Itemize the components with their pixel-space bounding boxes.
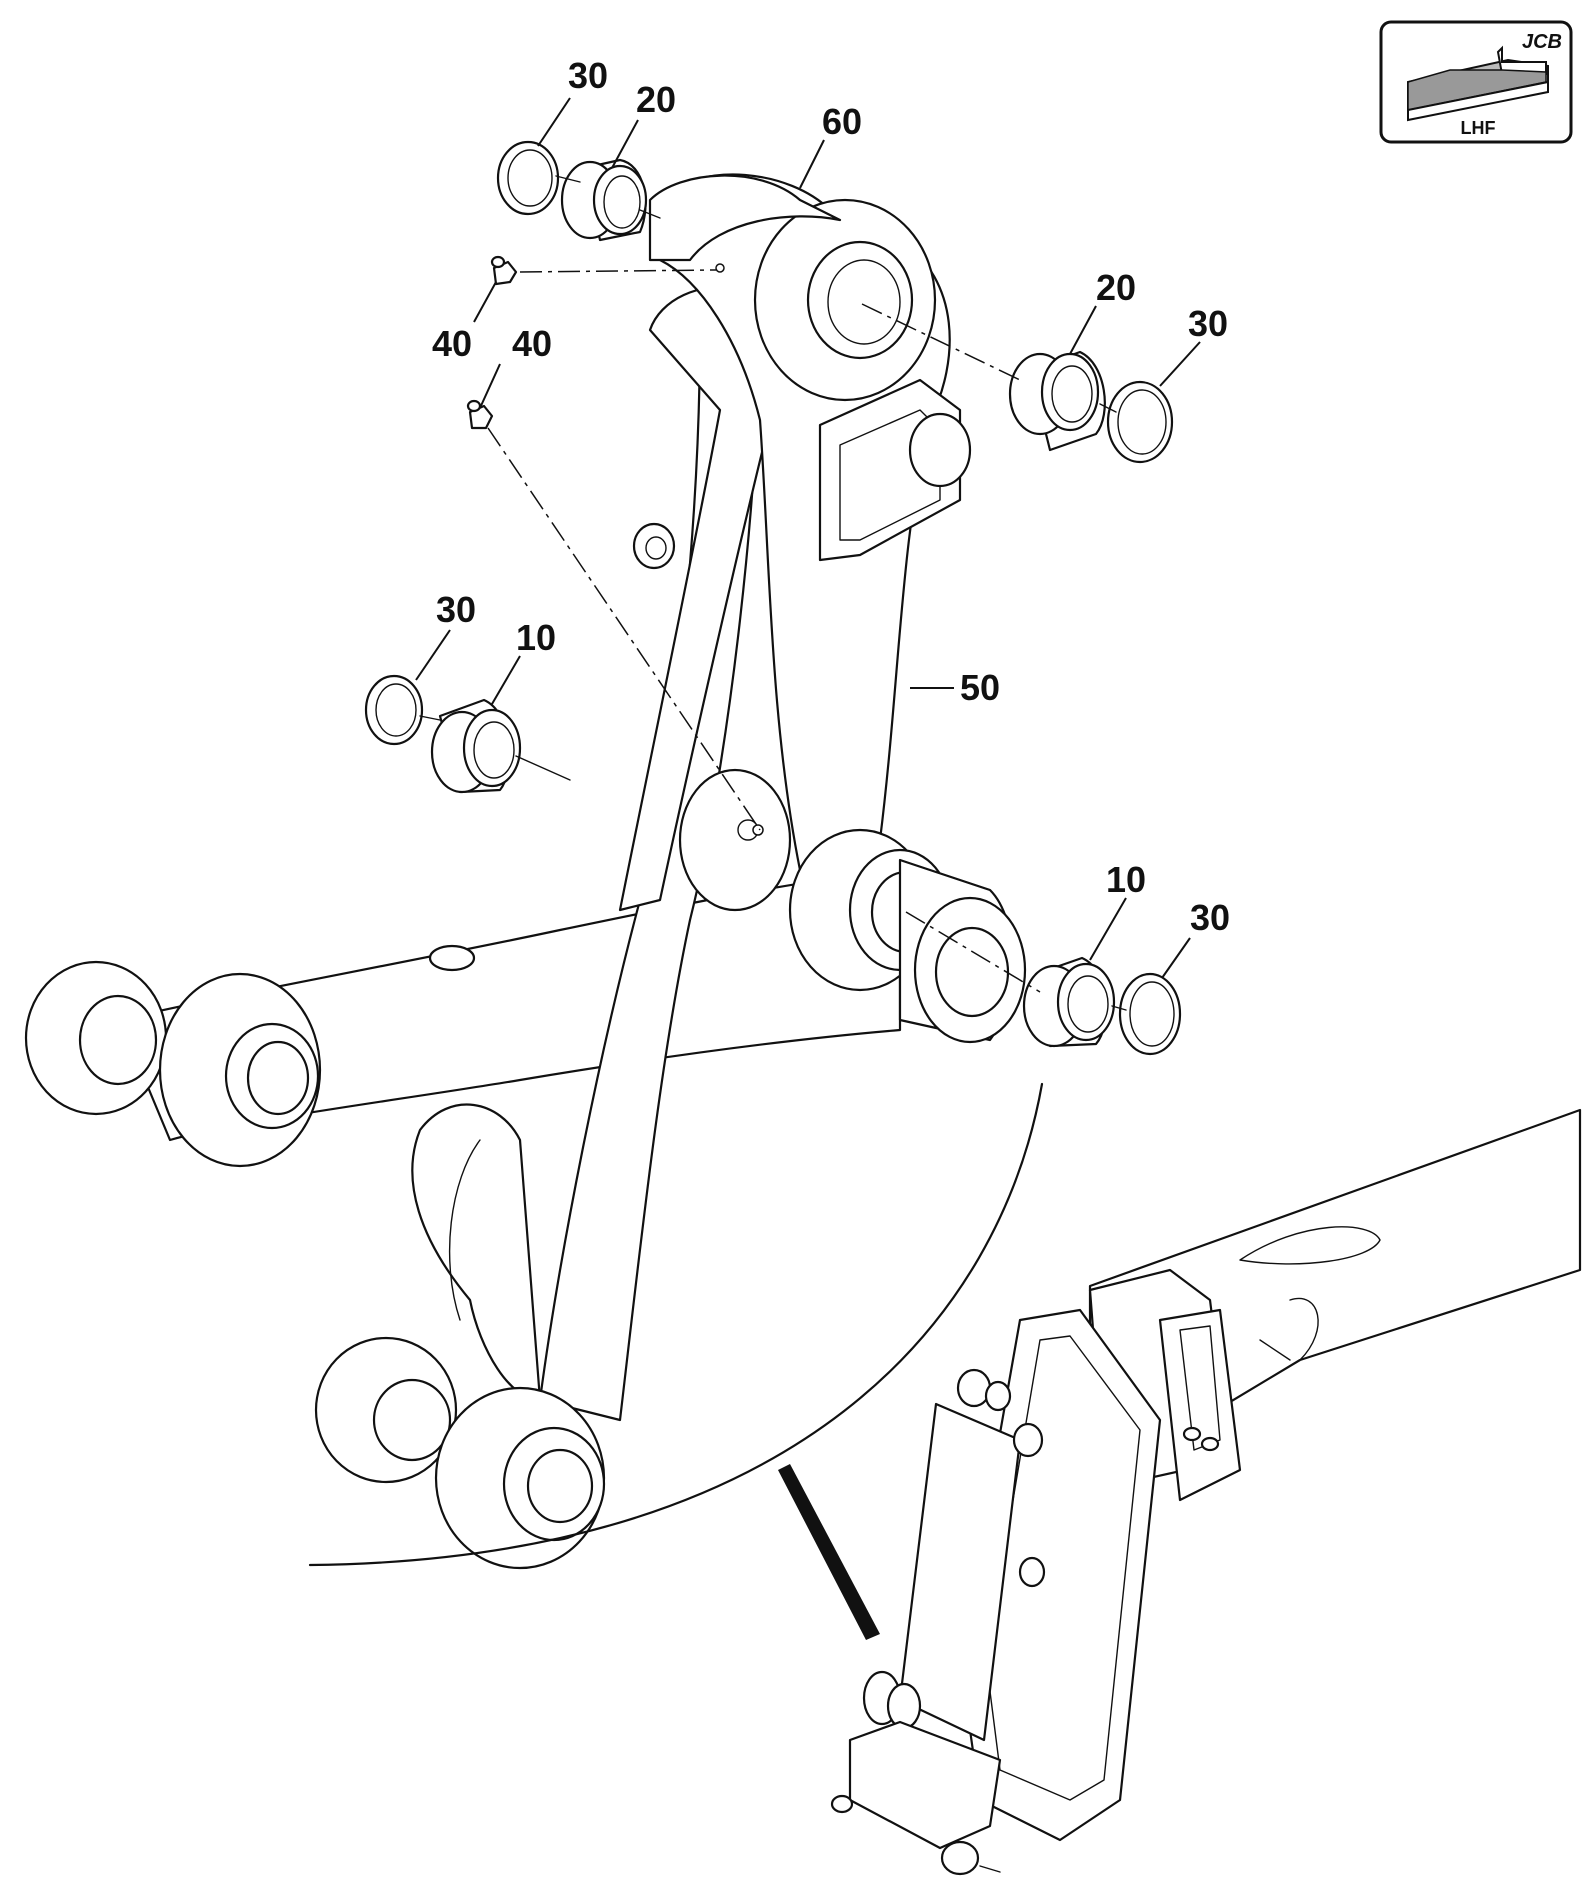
callout-30-mid: 30 — [436, 589, 476, 630]
detail-arc — [308, 1082, 1044, 1567]
callout-20-right: 20 — [1096, 267, 1136, 308]
bushes-and-seals — [364, 140, 1182, 1056]
machine-context — [830, 1108, 1582, 1876]
callout-40-b: 40 — [512, 323, 552, 364]
seal-top — [496, 140, 560, 216]
pivot-link — [428, 173, 1027, 1044]
view-label: LHF — [1461, 118, 1496, 138]
grease-nipple-lower — [466, 399, 494, 430]
grease-nipple-upper — [490, 255, 518, 286]
leader-lines — [415, 97, 1201, 979]
callout-10-mid: 10 — [516, 617, 556, 658]
brand-logo-text: JCB — [1522, 31, 1562, 53]
callout-30-right: 30 — [1188, 303, 1228, 344]
seal-mid — [364, 674, 424, 746]
view-badge: JCB LHF — [1379, 20, 1573, 144]
callout-60: 60 — [822, 101, 862, 142]
seal-lower-right — [1118, 972, 1182, 1056]
callout-10-right: 10 — [1106, 859, 1146, 900]
callout-labels: 30 20 60 40 40 20 30 30 10 50 10 30 — [432, 55, 1230, 938]
direction-arrow-icon — [1407, 45, 1549, 122]
callout-20-top: 20 — [636, 79, 676, 120]
callout-30-top: 30 — [568, 55, 608, 96]
detail-pointer — [778, 1464, 880, 1640]
callout-30-bottom: 30 — [1190, 897, 1230, 938]
callout-40-a: 40 — [432, 323, 472, 364]
callout-50: 50 — [960, 667, 1000, 708]
centre-lines — [419, 175, 1127, 1011]
